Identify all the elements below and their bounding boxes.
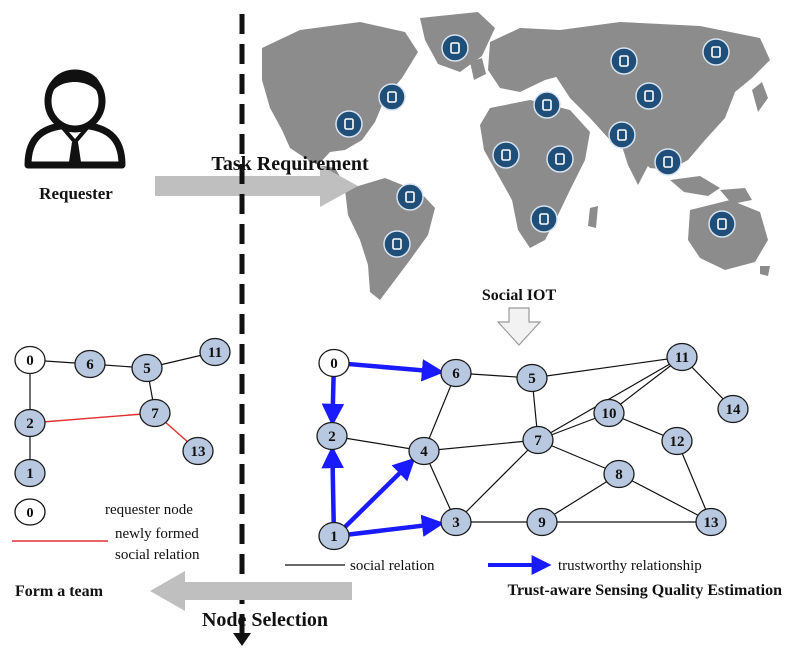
- right-node-7: 7: [522, 425, 554, 455]
- legend-requester-node: [14, 498, 46, 526]
- right-node-2: 2: [316, 421, 348, 451]
- right-node-0: 0: [318, 348, 350, 378]
- right-node-label: 7: [534, 433, 542, 449]
- right-node-label: 5: [528, 371, 536, 387]
- left-node-label: 1: [26, 466, 34, 482]
- left-node-5: 5: [131, 353, 163, 383]
- legend-trust-label: trustworthy relationship: [558, 558, 702, 574]
- task-requirement-label: Task Requirement: [211, 153, 369, 175]
- legend-social-relation-label: social relation: [350, 558, 435, 574]
- right-edge-11-10: [608, 356, 683, 414]
- right-node-label: 9: [538, 515, 546, 531]
- camera-icon: [635, 82, 663, 110]
- right-trust-edge-1-3: [348, 514, 445, 537]
- requester-label: Requester: [39, 184, 113, 203]
- microphone-icon: [654, 148, 682, 176]
- right-edge-4-7: [423, 439, 539, 452]
- social-iot-arrow: [496, 307, 542, 346]
- legend-new-relation-label-1: newly formed: [115, 526, 199, 542]
- calculator-icon: [396, 183, 424, 211]
- monitor-icon: [533, 91, 561, 119]
- left-graph-nodes: 0 6 5 11 2 7 13 1: [14, 337, 231, 488]
- left-node-label: 11: [208, 345, 222, 361]
- left-node-2: 2: [14, 408, 46, 438]
- left-node-label: 13: [191, 444, 206, 460]
- right-trust-edge-0-6: [348, 359, 445, 382]
- tablet-icon: [335, 110, 363, 138]
- tv-icon: [492, 141, 520, 169]
- left-node-6: 6: [74, 349, 106, 379]
- right-node-label: 8: [615, 467, 623, 483]
- legend-requester-label: requester node: [105, 502, 193, 518]
- legend-requester-symbol: 0: [27, 506, 34, 521]
- form-team-label: Form a team: [15, 583, 104, 600]
- sensor-icons: [335, 34, 736, 258]
- node-selection-arrow: [150, 571, 352, 611]
- right-edge-8-13: [618, 473, 712, 523]
- left-node-label: 0: [26, 353, 34, 369]
- right-node-label: 12: [670, 434, 685, 450]
- right-node-label: 4: [420, 444, 428, 460]
- left-node-11: 11: [199, 337, 231, 367]
- right-node-label: 11: [675, 350, 689, 366]
- headphones-icon: [546, 145, 574, 173]
- right-edge-7-11: [537, 356, 683, 441]
- node-selection-label: Node Selection: [202, 609, 328, 631]
- wifi-tower-icon: [702, 38, 730, 66]
- right-node-label: 6: [452, 366, 460, 382]
- right-node-label: 14: [726, 402, 742, 418]
- right-node-label: 1: [330, 529, 338, 545]
- right-edge-7-3: [455, 439, 539, 523]
- right-node-label: 3: [452, 515, 460, 531]
- left-node-label: 7: [151, 406, 159, 422]
- legend-new-relation-label-2: social relation: [115, 547, 200, 563]
- bar-chart-icon: [530, 205, 558, 233]
- right-node-13: 13: [695, 507, 727, 537]
- left-node-0: 0: [14, 345, 46, 375]
- right-node-4: 4: [408, 436, 440, 466]
- right-trust-edge-1-4: [343, 457, 416, 529]
- right-graph-trust-edges: [321, 359, 445, 537]
- gear-icon: [441, 34, 469, 62]
- right-node-9: 9: [526, 507, 558, 537]
- right-node-1: 1: [318, 521, 350, 551]
- compass-icon: [608, 121, 636, 149]
- social-iot-label: Social IOT: [482, 287, 557, 304]
- right-trust-edge-0-2: [321, 375, 345, 427]
- right-node-label: 13: [704, 515, 719, 531]
- right-trust-edge-1-2: [321, 445, 344, 524]
- right-node-11: 11: [666, 342, 698, 372]
- thermometer-icon: [610, 47, 638, 75]
- divider-arrowhead: [233, 633, 251, 646]
- right-edge-5-11: [531, 356, 683, 379]
- left-new-edge-2-7: [29, 412, 156, 424]
- left-node-label: 5: [143, 361, 151, 377]
- right-node-10: 10: [593, 398, 625, 428]
- right-node-label: 10: [602, 406, 617, 422]
- right-node-3: 3: [440, 507, 472, 537]
- projector-icon: [383, 230, 411, 258]
- right-node-label: 2: [328, 429, 336, 445]
- task-requirement-arrow: [155, 165, 358, 207]
- location-pin-icon: [378, 83, 406, 111]
- trust-estimation-label: Trust-aware Sensing Quality Estimation: [507, 582, 782, 599]
- requester-person-icon: [24, 69, 126, 169]
- right-node-6: 6: [440, 358, 472, 388]
- left-node-label: 2: [26, 416, 34, 432]
- right-node-5: 5: [516, 363, 548, 393]
- left-node-label: 6: [86, 357, 94, 373]
- right-node-14: 14: [717, 394, 749, 424]
- right-node-label: 0: [330, 356, 338, 372]
- left-node-1: 1: [14, 458, 46, 488]
- left-node-7: 7: [139, 398, 171, 428]
- right-node-8: 8: [603, 459, 635, 489]
- phone-icon: [708, 210, 736, 238]
- left-node-13: 13: [182, 436, 214, 466]
- right-node-12: 12: [661, 426, 693, 456]
- right-edge-12-13: [676, 440, 712, 523]
